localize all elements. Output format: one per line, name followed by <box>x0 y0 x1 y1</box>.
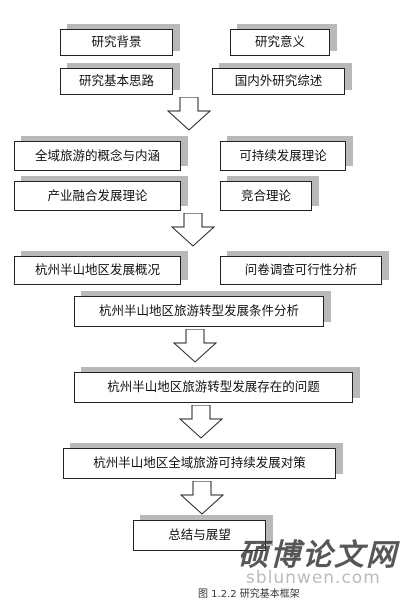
down-arrow-4 <box>179 405 223 439</box>
box-research-approach: 研究基本思路 <box>60 68 173 95</box>
box-sustainable-development-theory: 可持续发展理论 <box>220 141 346 171</box>
box-questionnaire-feasibility: 问卷调查可行性分析 <box>220 256 382 285</box>
down-arrow-5 <box>180 481 224 515</box>
box-all-for-one-tourism-concept: 全域旅游的概念与内涵 <box>14 141 181 171</box>
box-research-background: 研究背景 <box>60 29 173 56</box>
watermark-logo: 硕博论文网 <box>238 538 398 573</box>
figure-caption: 图 1.2.2 研究基本框架 <box>198 589 300 600</box>
box-sustainable-strategies: 杭州半山地区全域旅游可持续发展对策 <box>63 448 336 479</box>
box-existing-problems: 杭州半山地区旅游转型发展存在的问题 <box>74 372 353 403</box>
box-research-significance: 研究意义 <box>230 29 330 56</box>
down-arrow-1 <box>167 97 211 131</box>
watermark-url: sblunwen.com <box>246 568 381 588</box>
box-industry-integration-theory: 产业融合发展理论 <box>14 181 181 211</box>
box-transformation-conditions: 杭州半山地区旅游转型发展条件分析 <box>74 296 324 327</box>
box-literature-review: 国内外研究综述 <box>212 68 345 95</box>
box-co-opetition-theory: 竞合理论 <box>220 181 312 211</box>
down-arrow-2 <box>171 213 215 247</box>
box-banshan-overview: 杭州半山地区发展概况 <box>14 256 181 285</box>
box-summary-outlook: 总结与展望 <box>133 520 266 551</box>
down-arrow-3 <box>173 329 217 363</box>
